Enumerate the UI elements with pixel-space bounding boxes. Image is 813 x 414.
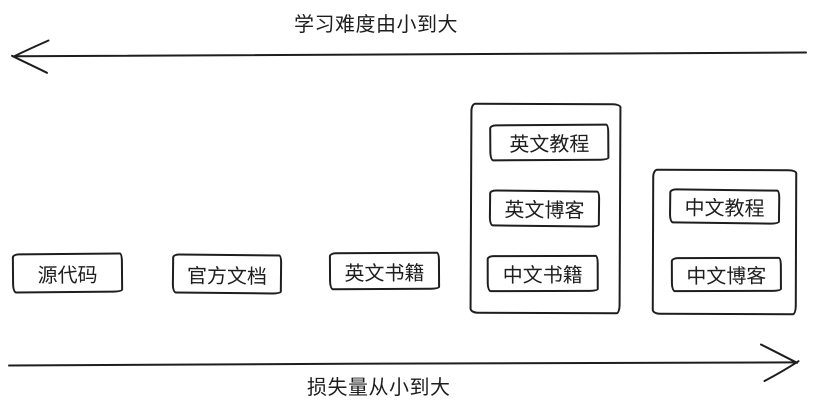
node-source-code: 源代码 xyxy=(11,252,124,294)
node-english-blogs-label: 英文博客 xyxy=(504,199,585,223)
node-english-blogs: 英文博客 xyxy=(488,189,601,228)
difficulty-axis-label: 学习难度由小到大 xyxy=(294,14,458,36)
node-chinese-books-label: 中文书籍 xyxy=(502,264,583,288)
node-source-code-label: 源代码 xyxy=(37,264,98,287)
node-chinese-blogs: 中文博客 xyxy=(670,256,782,293)
arrow-head-lower xyxy=(763,360,800,382)
node-chinese-tutorials: 中文教程 xyxy=(668,188,781,225)
loss-axis-label: 损失量从小到大 xyxy=(307,377,451,399)
loss-arrow xyxy=(8,343,800,382)
difficulty-arrow xyxy=(11,39,807,74)
group-chinese-resources: 中文教程 中文博客 xyxy=(651,168,798,316)
node-official-docs: 官方文档 xyxy=(171,253,283,295)
group-english-resources: 英文教程 英文博客 中文书籍 xyxy=(469,102,622,315)
arrow-head-lower xyxy=(11,54,48,74)
node-chinese-blogs-label: 中文博客 xyxy=(686,265,767,289)
arrow-head-upper xyxy=(760,343,798,364)
arrow-head-upper xyxy=(12,39,50,58)
node-chinese-tutorials-label: 中文教程 xyxy=(684,197,765,221)
node-official-docs-label: 官方文档 xyxy=(186,265,268,288)
node-english-tutorials-label: 英文教程 xyxy=(509,133,590,157)
node-chinese-books: 中文书籍 xyxy=(486,254,599,293)
arrow-shaft xyxy=(15,51,807,58)
node-english-tutorials: 英文教程 xyxy=(489,123,610,162)
arrow-shaft xyxy=(8,361,795,367)
node-english-books-label: 英文书籍 xyxy=(344,262,425,285)
node-english-books: 英文书籍 xyxy=(328,251,441,291)
